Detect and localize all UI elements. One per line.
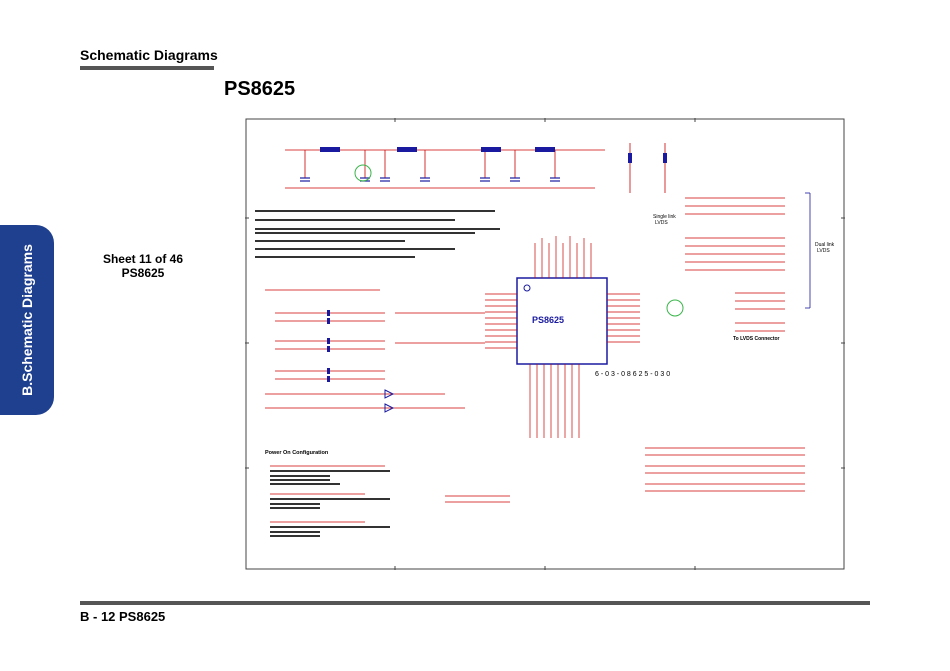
filter-capacitors bbox=[300, 177, 560, 182]
sheet-name: PS8625 bbox=[121, 266, 165, 280]
power-filter-network bbox=[285, 149, 605, 189]
sheet-info: Sheet 11 of 46 PS8625 bbox=[88, 252, 198, 280]
page-title: PS8625 bbox=[224, 78, 296, 100]
chip-label: PS8625 bbox=[532, 315, 564, 325]
left-net-capacitors bbox=[327, 310, 330, 382]
chip-pins-top bbox=[534, 236, 592, 278]
chip-pin1-marker bbox=[523, 284, 531, 292]
border-ticks bbox=[245, 118, 845, 570]
power-on-config-label: Power On Configuration bbox=[265, 450, 329, 456]
highlight-marker bbox=[354, 164, 372, 182]
ps8625-chip bbox=[516, 277, 608, 365]
top-right-resistors bbox=[629, 143, 666, 193]
lvds-output-nets bbox=[685, 197, 785, 332]
chip-pins-right bbox=[607, 293, 640, 343]
footer-rule bbox=[80, 601, 870, 605]
left-input-nets bbox=[265, 289, 485, 409]
side-tab-label: B.Schematic Diagrams bbox=[19, 244, 35, 396]
connector-label: To LVDS Connector bbox=[733, 336, 780, 342]
chip-pins-left bbox=[485, 293, 517, 349]
pullup-resistors bbox=[628, 153, 667, 163]
lvds-lower-nets bbox=[645, 447, 805, 492]
part-number: 6 - 0 3 - 0 8 6 2 5 - 0 3 0 bbox=[595, 371, 670, 378]
schematic-diagram: PS8625 6 - 0 3 - 0 8 6 2 5 - 0 3 0 bbox=[245, 118, 845, 570]
brightness-transistors bbox=[384, 389, 395, 413]
config-notes bbox=[270, 470, 390, 537]
i2c-nets bbox=[445, 495, 510, 503]
sheet-number: Sheet 11 of 46 bbox=[102, 252, 184, 266]
filter-inductors bbox=[320, 147, 555, 152]
lvds-dual-bracket bbox=[805, 192, 811, 309]
header-rule bbox=[80, 66, 214, 70]
config-nets bbox=[270, 465, 385, 523]
footer-page-label: B - 12 PS8625 bbox=[80, 609, 166, 624]
section-header: Schematic Diagrams bbox=[80, 47, 218, 63]
highlight-marker bbox=[666, 299, 684, 317]
side-tab bbox=[0, 225, 54, 415]
chip-pins-bottom bbox=[529, 364, 580, 438]
design-notes bbox=[255, 210, 500, 258]
